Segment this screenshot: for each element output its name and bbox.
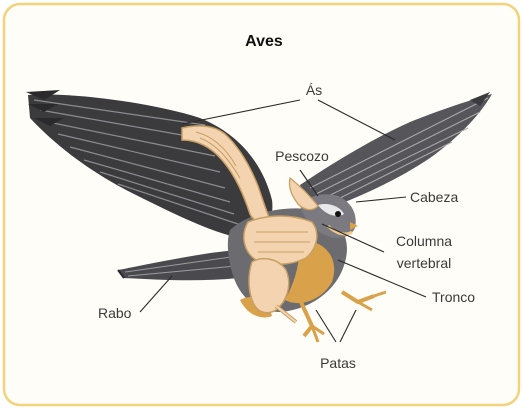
label-tail: Rabo — [98, 305, 132, 321]
label-trunk: Tronco — [432, 289, 475, 305]
label-spine-line2: vertebral — [397, 255, 451, 271]
label-wings: Ás — [306, 82, 322, 98]
label-head: Cabeza — [410, 189, 458, 205]
label-spine-line1: Columna — [396, 233, 452, 249]
label-neck: Pescozo — [275, 148, 329, 164]
diagram-title: Aves — [245, 33, 283, 50]
label-legs: Patas — [320, 355, 356, 371]
